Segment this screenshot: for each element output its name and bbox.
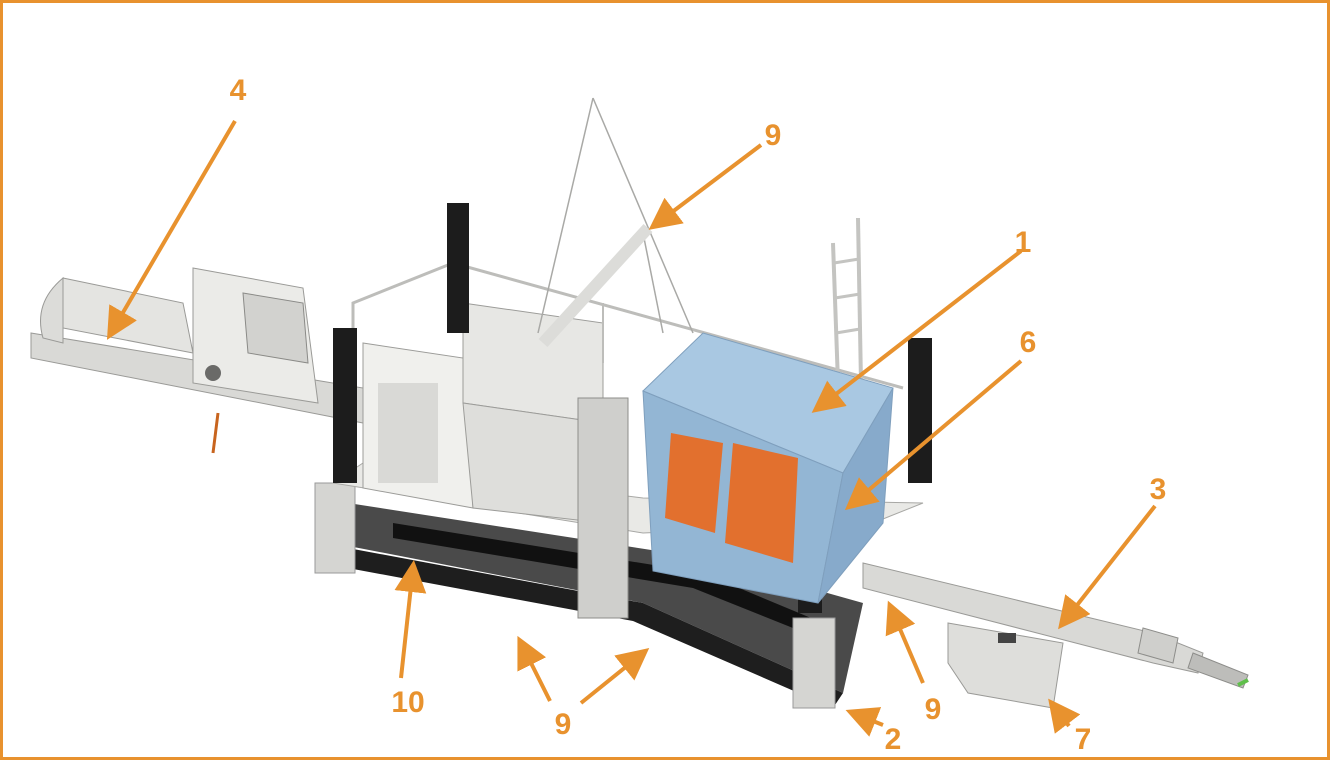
arrow-9a: [648, 143, 763, 230]
callout-1: 1: [1014, 226, 1032, 259]
callout-4: 4: [229, 74, 247, 107]
arrow-10: [394, 560, 427, 679]
callout-3: 3: [1149, 473, 1167, 506]
callout-7: 7: [1074, 723, 1092, 756]
arrow-4: [106, 119, 237, 340]
arrow-7: [1048, 698, 1081, 734]
arrow-9b: [517, 635, 552, 702]
arrow-3: [1058, 504, 1157, 630]
machine-illustration: [30, 97, 1249, 737]
callout-arrows: [106, 119, 1157, 737]
arrow-1: [811, 249, 1023, 413]
callout-6: 6: [1019, 326, 1037, 359]
callout-10: 10: [391, 686, 425, 719]
callout-9-bottom-right: 9: [924, 693, 942, 726]
arrow-9d: [885, 600, 925, 684]
arrow-9c: [579, 647, 650, 705]
callout-9-bottom-left: 9: [554, 708, 572, 741]
arrow-6: [844, 359, 1023, 511]
left-conveyor-extension: [30, 267, 364, 454]
chassis-frame: [314, 482, 863, 709]
arrow-2: [845, 707, 884, 737]
callout-2: 2: [884, 723, 902, 756]
right-conveyor-extension: [862, 562, 1249, 709]
callout-9-top: 9: [764, 119, 782, 152]
